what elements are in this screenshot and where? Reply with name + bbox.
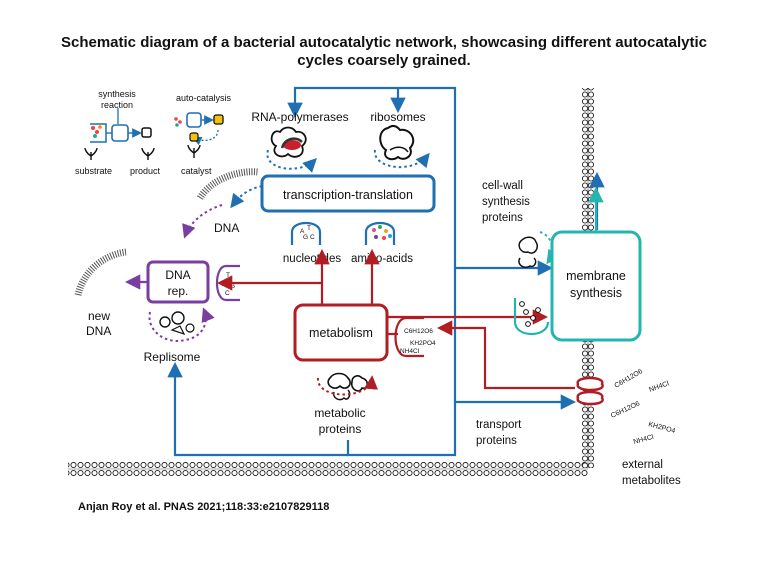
citation: Anjan Roy et al. PNAS 2021;118:33:e21078… xyxy=(78,501,330,513)
figure-title: Schematic diagram of a bacterial autocat… xyxy=(60,34,708,69)
rna-polymerase-cycle-arrow xyxy=(266,149,317,173)
svg-text:G: G xyxy=(230,283,235,290)
cell-wall-label-1: cell-wall xyxy=(482,180,523,192)
metabolic-proteins-label-1: metabolic xyxy=(314,406,365,420)
metabolism-label: metabolism xyxy=(309,326,373,340)
ext-ammonium-1: NH4Cl xyxy=(648,380,670,394)
cell-wall-label-3: proteins xyxy=(482,212,523,224)
cup-phosphate: KH2PO4 xyxy=(410,340,436,347)
new-dna-label-1: new xyxy=(88,309,110,323)
cell-membrane-bottom xyxy=(68,462,588,476)
external-chemicals: C6H12O6 NH4Cl C6H12O6 KH2PO4 NH4Cl xyxy=(610,368,676,446)
ext-glucose-2: C6H12O6 xyxy=(610,400,641,420)
ribosome-icon xyxy=(379,124,415,161)
cup-glucose: C6H12O6 xyxy=(404,328,433,335)
svg-text:C: C xyxy=(225,290,230,297)
transport-protein-icon xyxy=(576,376,604,406)
legend-autocatalysis-label: auto-catalysis xyxy=(176,93,232,103)
legend-synthesis-label-2: reaction xyxy=(101,100,133,110)
product-fork-icon xyxy=(141,147,155,160)
legend-product-label: product xyxy=(130,166,161,176)
replisome-icon xyxy=(159,311,195,336)
dna-label: DNA xyxy=(214,221,239,235)
svg-text:C: C xyxy=(310,234,315,241)
nucleotides-label: nucleotides xyxy=(283,253,341,265)
external-metabolites-label-2: metabolites xyxy=(622,475,681,487)
legend-synthesis-label-1: synthesis xyxy=(98,89,136,99)
cell-wall-label-2: synthesis xyxy=(482,196,530,208)
catalyst-icon xyxy=(189,132,199,142)
substrate-fork-icon xyxy=(84,147,98,160)
transport-proteins-label-2: proteins xyxy=(476,435,517,447)
membrane-synthesis-label-2: synthesis xyxy=(570,286,622,300)
transcription-translation-label: transcription-translation xyxy=(283,188,413,202)
transcription-translation-box: transcription-translation xyxy=(260,174,436,213)
legend-substrate-label: substrate xyxy=(75,166,112,176)
dna-to-transcription-arrow xyxy=(230,185,263,209)
membrane-synthesis-label-1: membrane xyxy=(566,269,626,283)
legend-reaction-box xyxy=(111,124,129,142)
rna-polymerases-label: RNA-polymerases xyxy=(251,110,348,124)
svg-text:G: G xyxy=(303,234,308,241)
blue-pathways xyxy=(167,86,605,457)
ext-phosphate: KH2PO4 xyxy=(647,421,676,435)
metabolic-proteins-label-2: proteins xyxy=(319,422,362,436)
svg-text:T: T xyxy=(307,225,311,232)
metabolism-box: metabolism xyxy=(293,303,389,362)
new-dna-label-2: DNA xyxy=(86,324,111,338)
dna-replication-box: DNA rep. xyxy=(146,260,210,304)
amino-acids-cup: amino-acids xyxy=(351,221,413,265)
dna-to-replication-arrow xyxy=(182,204,223,239)
metabolic-proteins-icon xyxy=(327,372,369,401)
nucleotides-cup: A T G C nucleotides xyxy=(283,221,341,265)
external-metabolites-label-1: external xyxy=(622,459,663,471)
metabolite-cup: C6H12O6 KH2PO4 NH4Cl xyxy=(394,316,436,358)
product-icon xyxy=(141,127,152,138)
red-pathways xyxy=(216,248,575,390)
cell-wall-cycle-arrow xyxy=(539,231,561,265)
ext-ammonium-2: NH4Cl xyxy=(633,434,655,446)
ribosome-cycle-arrow xyxy=(373,149,430,169)
dna-rep-label-2: rep. xyxy=(168,284,189,298)
legend: synthesis reaction substrate product aut… xyxy=(75,89,232,176)
ext-glucose: C6H12O6 xyxy=(614,368,645,390)
cup-ammonium: NH4Cl xyxy=(400,348,420,355)
amino-acids-label: amino-acids xyxy=(351,253,413,265)
replisome-label: Replisome xyxy=(144,350,201,364)
membrane-synthesis-box: membrane synthesis xyxy=(550,230,642,342)
ribosomes-label: ribosomes xyxy=(370,110,425,124)
svg-text:T: T xyxy=(226,272,230,279)
membrane-cup xyxy=(513,298,550,335)
dna-rep-label-1: DNA xyxy=(165,268,190,282)
cell-wall-proteins-icon xyxy=(518,236,539,269)
legend-catalyst-label: catalyst xyxy=(181,166,212,176)
metabolic-cycle-arrow xyxy=(316,375,378,396)
catalyst-product-icon xyxy=(213,114,224,125)
svg-text:A: A xyxy=(300,228,305,235)
transport-proteins-label-1: transport xyxy=(476,419,522,431)
rna-polymerase-icon xyxy=(270,126,307,158)
catalyst-fork-icon xyxy=(187,144,201,158)
new-dna-strand-icon xyxy=(74,248,127,296)
